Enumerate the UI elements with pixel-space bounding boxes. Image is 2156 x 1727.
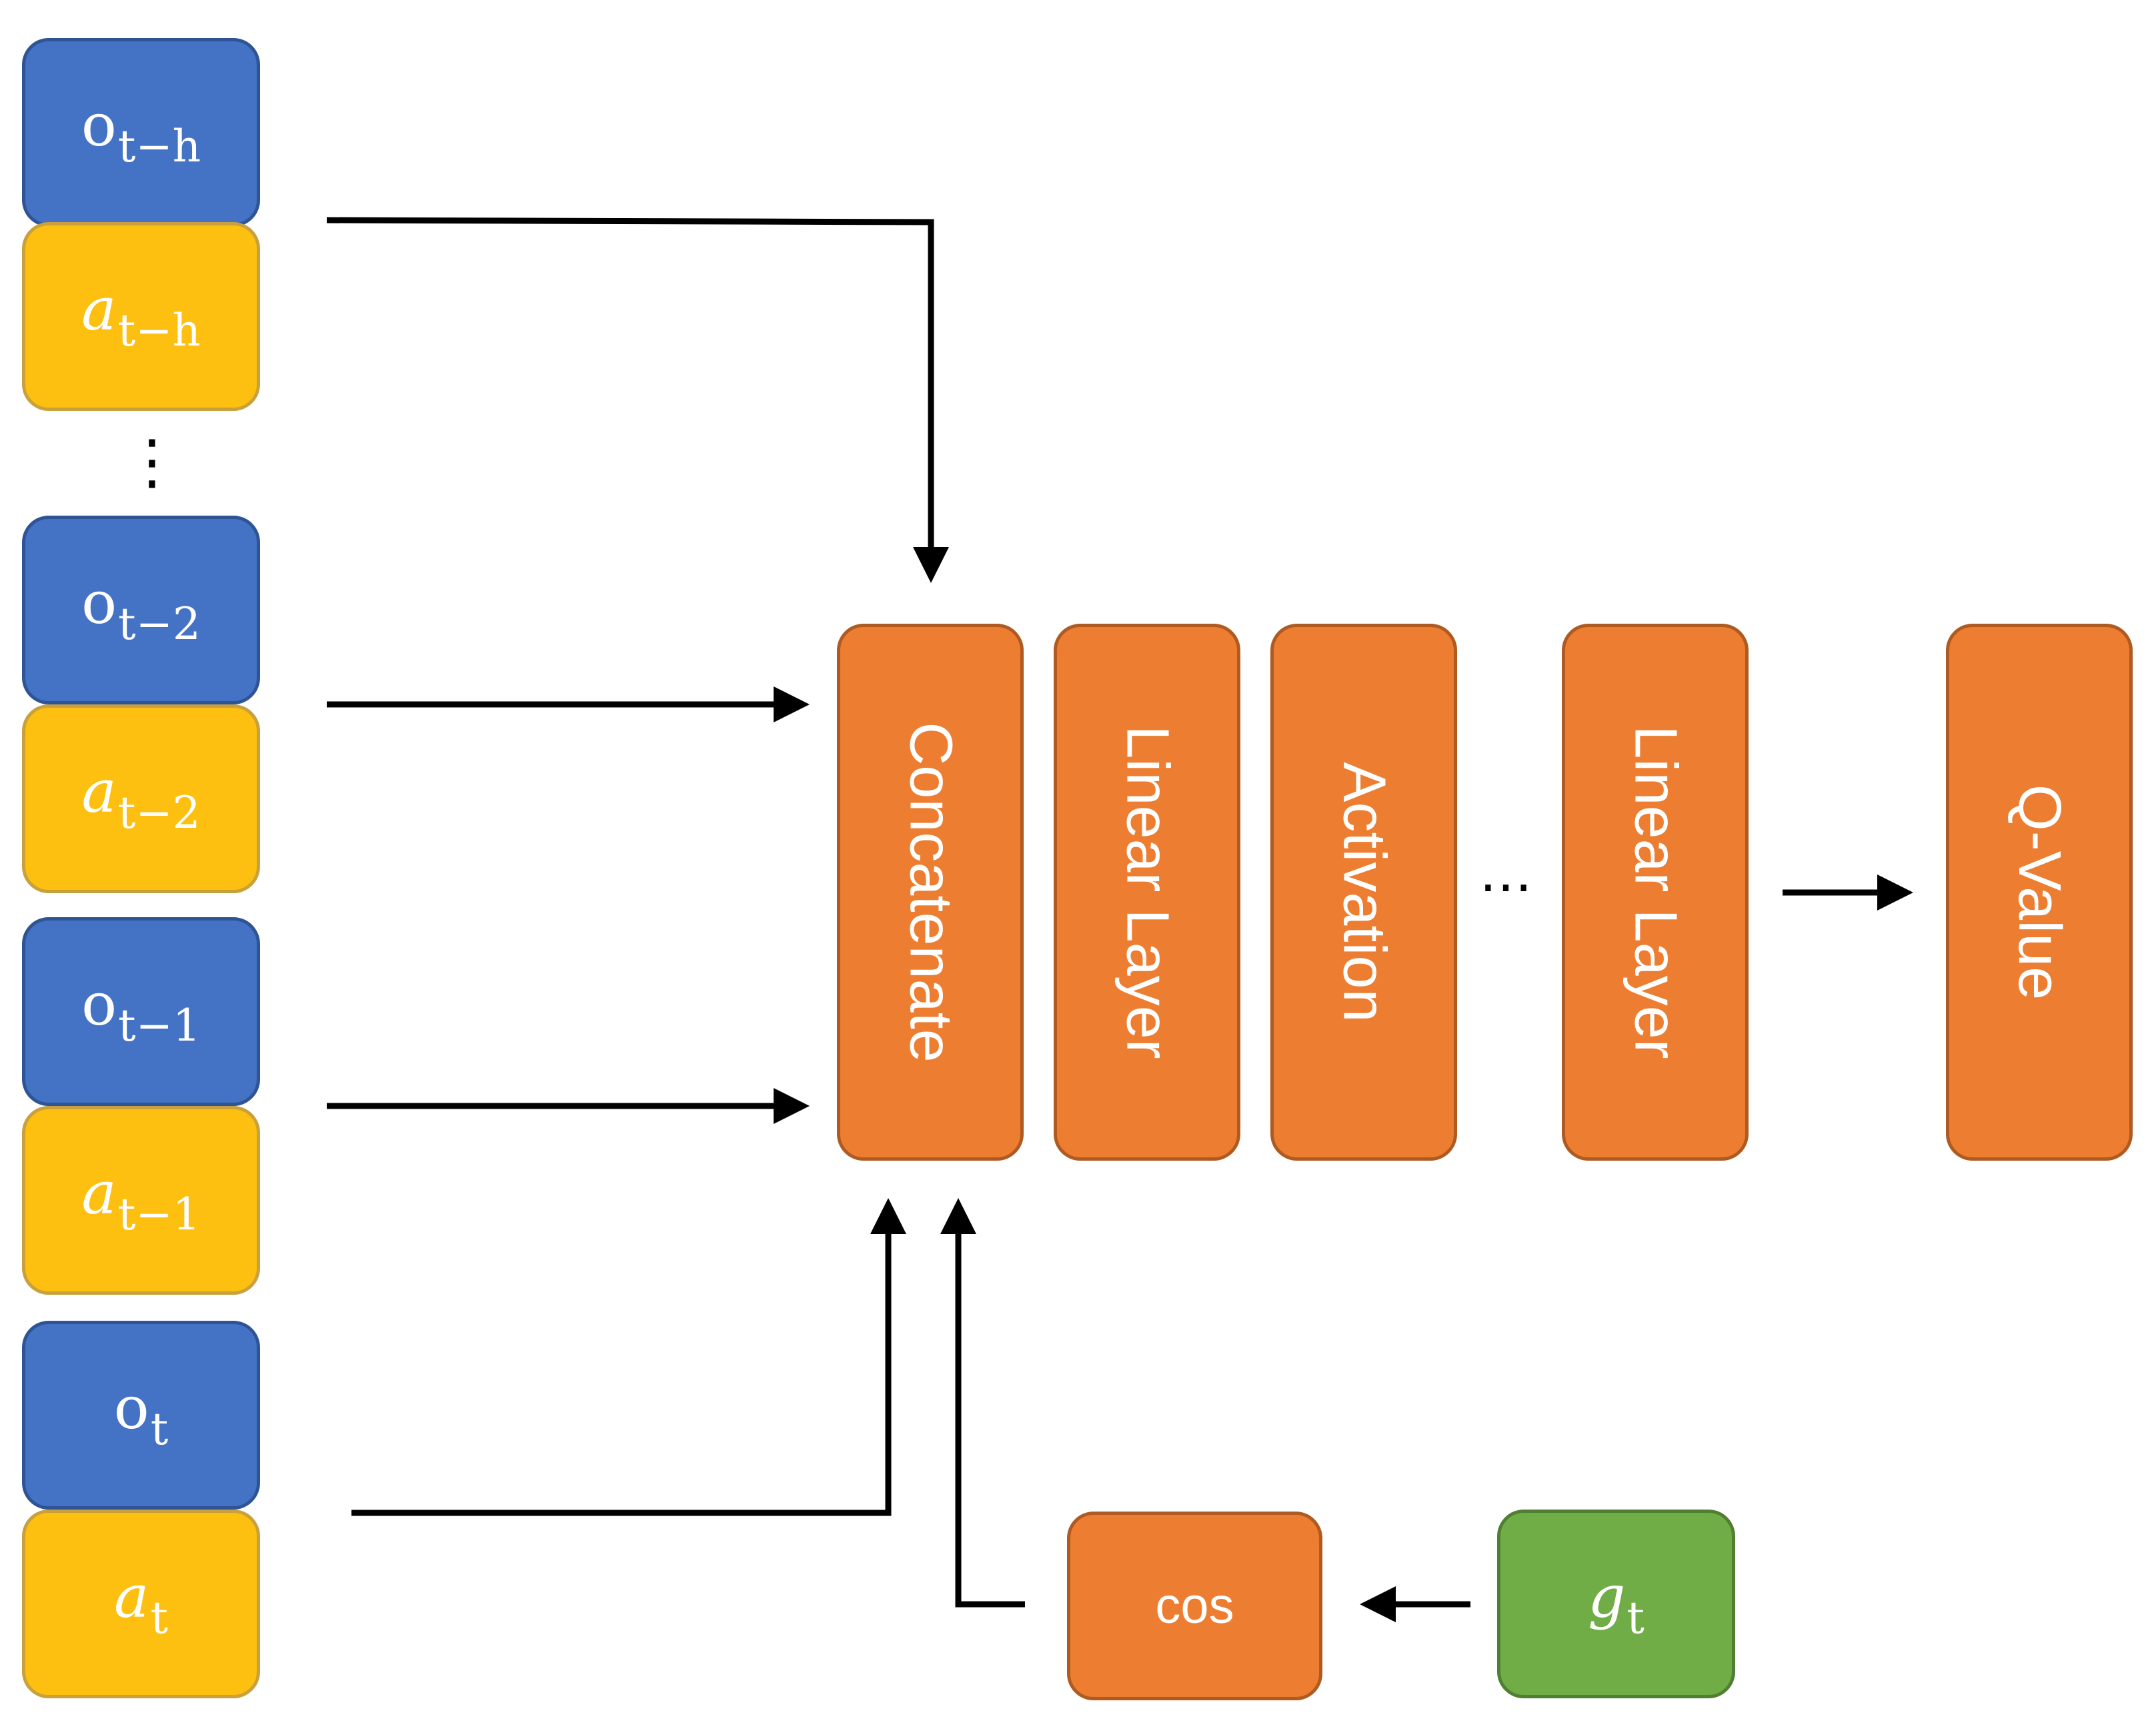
- action-t-minus-2-label: at−2: [81, 757, 201, 838]
- obs-t-minus-1-box: ot−1: [22, 917, 260, 1106]
- obs-t-minus-2-label: ot−2: [81, 568, 201, 650]
- arrow-ot-to-concat: [351, 1198, 906, 1516]
- horizontal-ellipsis: ⋯: [1479, 855, 1532, 917]
- action-t-label: at: [114, 1562, 168, 1644]
- action-t-minus-1-box: at−1: [22, 1106, 260, 1295]
- action-t-minus-2-box: at−2: [22, 704, 260, 893]
- goal-t-box: gt: [1497, 1510, 1735, 1698]
- goal-t-label: gt: [1588, 1562, 1645, 1644]
- q-value-block: Q-Value: [1946, 624, 2133, 1161]
- obs-t-minus-1-label: ot−1: [81, 970, 201, 1051]
- cos-label: cos: [1155, 1578, 1234, 1634]
- obs-t-minus-2-box: ot−2: [22, 516, 260, 704]
- obs-t-box: ot: [22, 1321, 260, 1510]
- arrow-cos-to-concat: [940, 1198, 1025, 1608]
- cos-block: cos: [1067, 1512, 1322, 1700]
- linear-layer-2-block: Linear Layer: [1562, 624, 1749, 1161]
- obs-t-minus-h-label: ot−h: [81, 91, 201, 172]
- action-t-minus-h-box: at−h: [22, 222, 260, 411]
- action-t-minus-h-label: at−h: [81, 275, 201, 356]
- concatenate-block: Concatenate: [837, 624, 1024, 1161]
- vertical-ellipsis: ⋮: [122, 427, 182, 497]
- linear-layer-1-block: Linear Layer: [1054, 624, 1240, 1161]
- arrow-oth-to-concat: [326, 217, 949, 583]
- obs-t-minus-h-box: ot−h: [22, 38, 260, 227]
- obs-t-label: ot: [113, 1373, 169, 1455]
- activation-block: Activation: [1270, 624, 1457, 1161]
- action-t-minus-1-label: at−1: [81, 1159, 201, 1240]
- action-t-box: at: [22, 1510, 260, 1698]
